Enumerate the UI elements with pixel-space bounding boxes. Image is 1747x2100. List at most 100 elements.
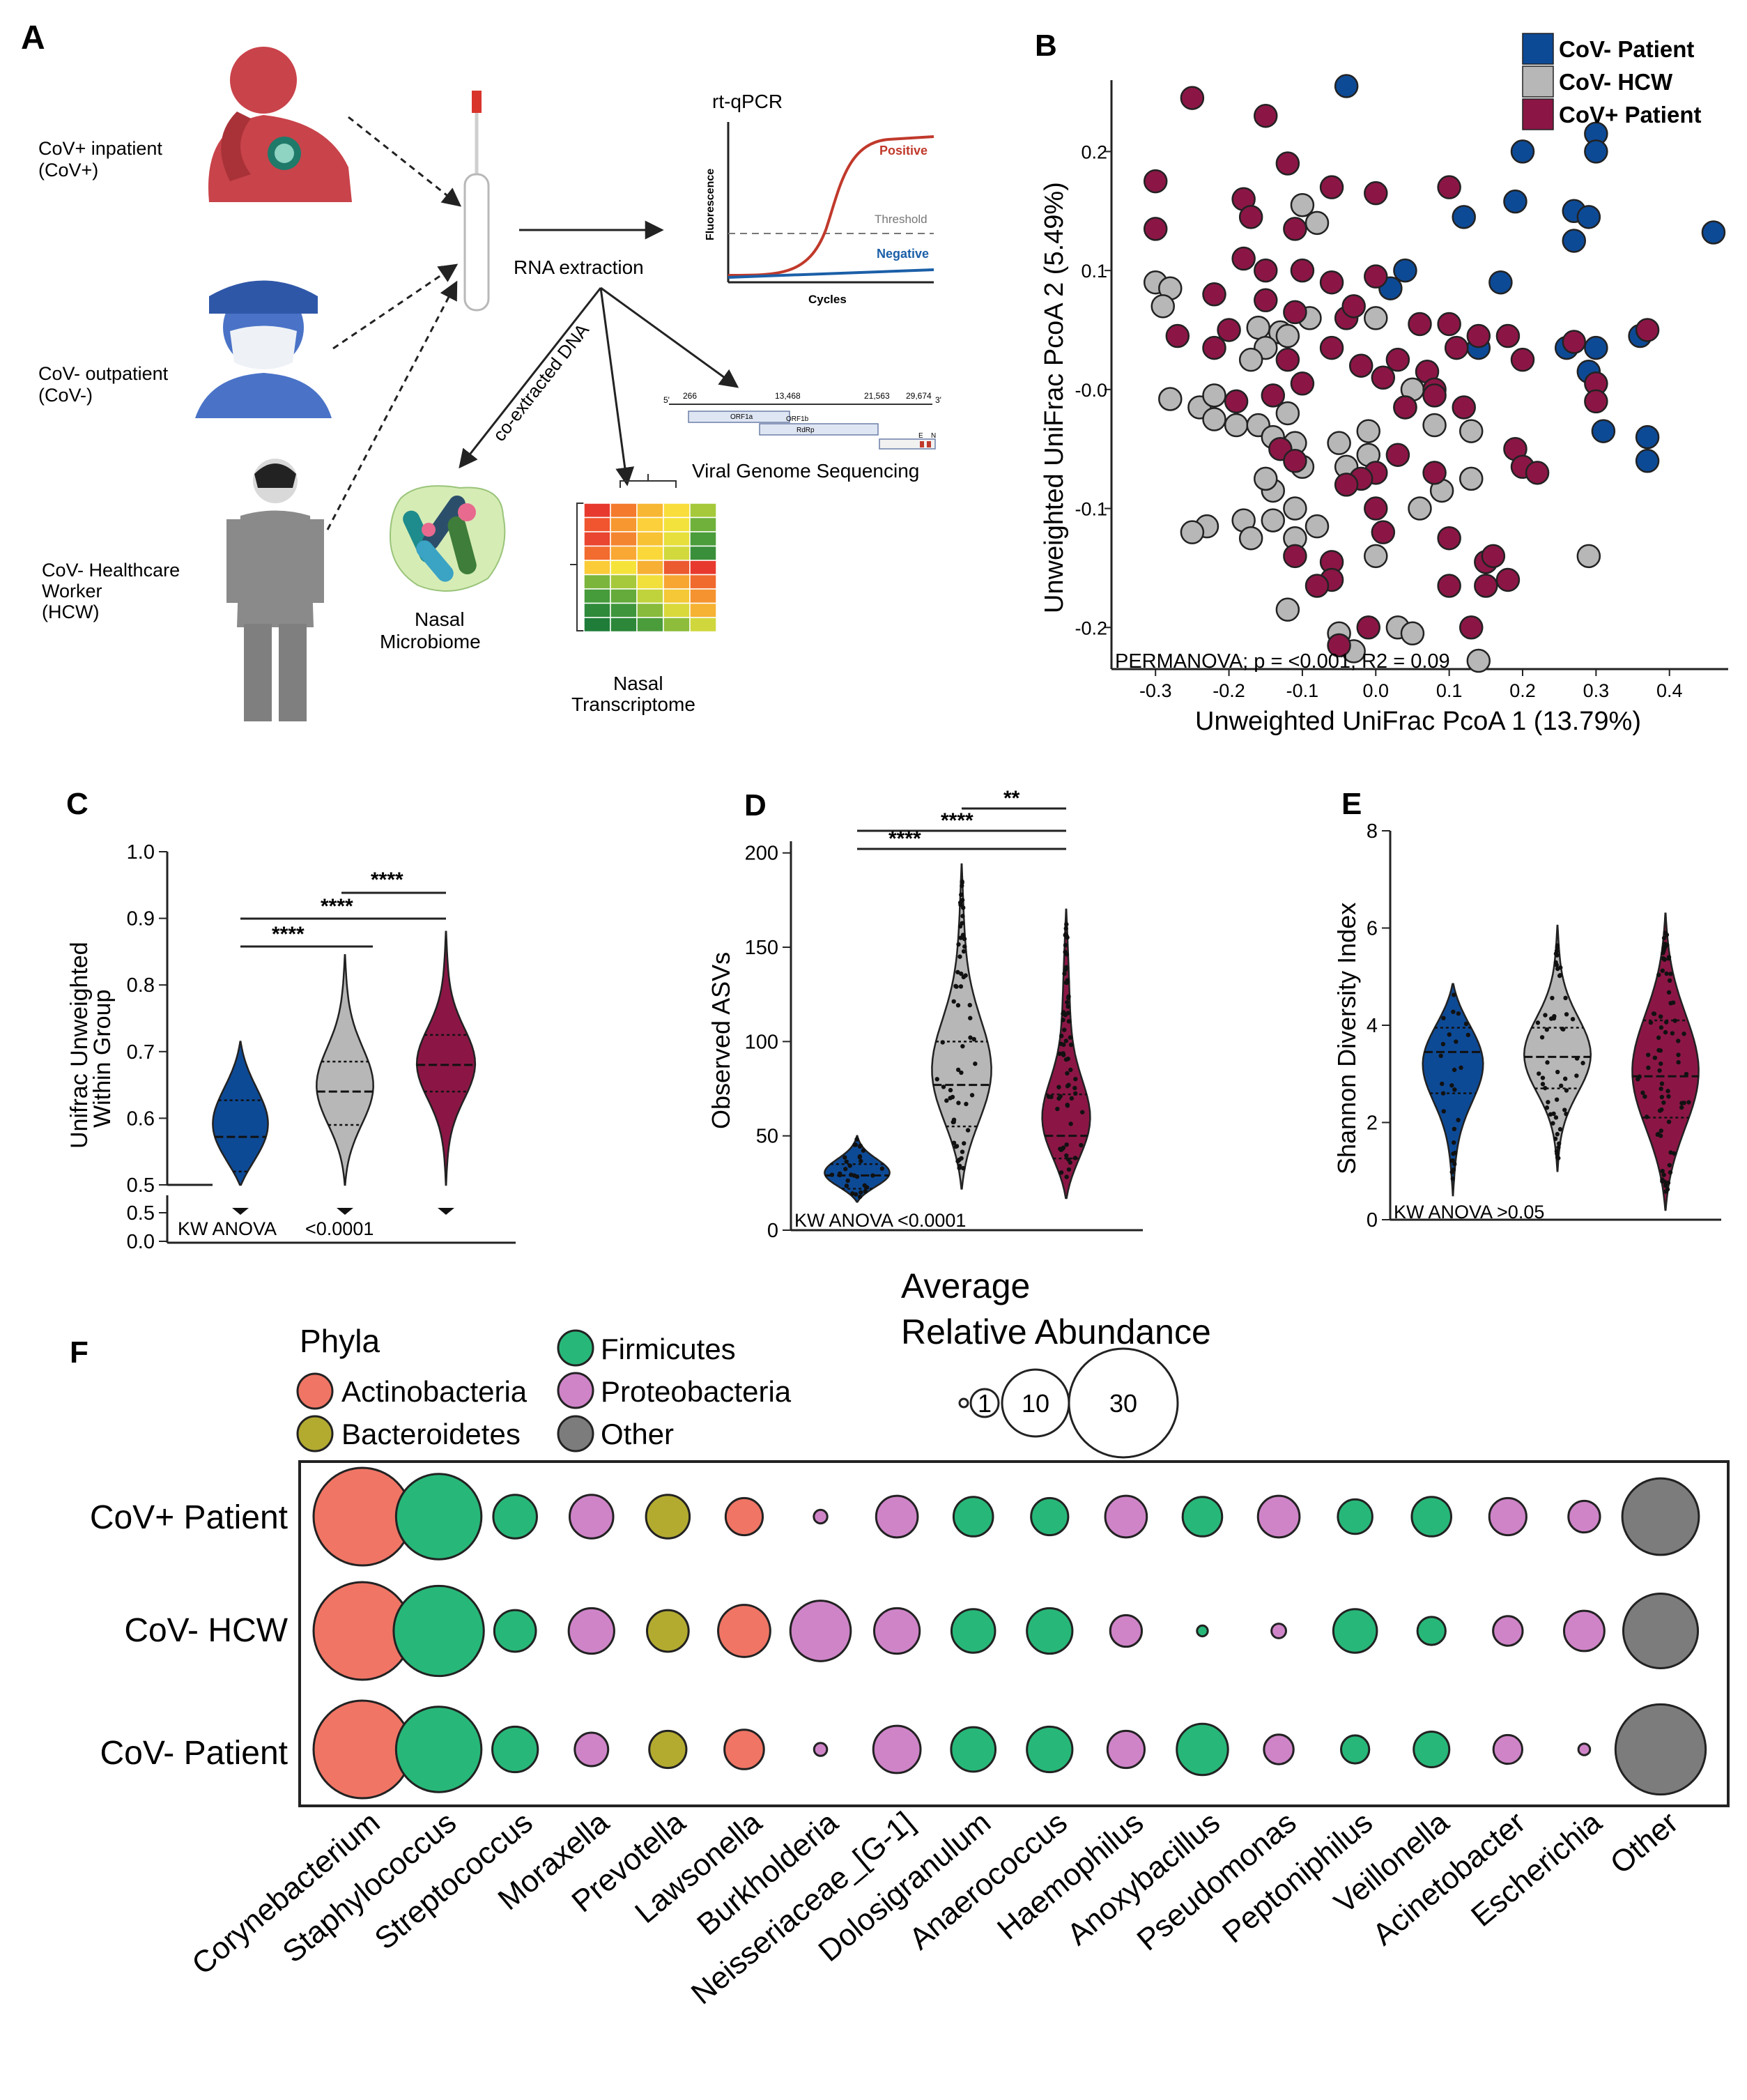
f-bubble <box>1176 1722 1229 1777</box>
b-point <box>1562 229 1586 253</box>
heatmap-cell <box>663 531 691 547</box>
b-point <box>1327 633 1351 658</box>
heatmap-cell <box>583 588 611 604</box>
b-point <box>1334 473 1359 497</box>
violin-dot <box>1661 956 1665 961</box>
b-point <box>1437 312 1461 337</box>
violin-dot <box>1072 1085 1077 1091</box>
b-point <box>1591 419 1616 443</box>
b-permanova: PERMANOVA; p = <0.001, R2 = 0.09 <box>1115 650 1450 673</box>
b-point <box>1576 205 1601 229</box>
violin-dot <box>1440 1091 1446 1096</box>
violin-dot <box>1062 971 1067 976</box>
violin-dot <box>960 1149 965 1154</box>
f-bubble <box>394 1706 483 1793</box>
f-bubble <box>646 1609 690 1653</box>
violin-dot <box>859 1190 863 1195</box>
f-bubble <box>1109 1614 1144 1648</box>
e-y-tick-label: 8 <box>1367 820 1378 843</box>
e-y-label: Shannon Diversity Index <box>1332 903 1361 1174</box>
violin-dot <box>1064 1174 1069 1179</box>
c-outlier-marker <box>337 1208 353 1215</box>
violin-dot <box>1450 1176 1456 1181</box>
b-point <box>1165 323 1190 348</box>
violin-dot <box>1072 1156 1078 1160</box>
violin-dot <box>1661 1100 1666 1105</box>
violin-dot <box>1463 1021 1469 1027</box>
c-y-tick-label: 0.7 <box>127 1041 155 1064</box>
b-legend: CoV- Patient CoV- HCW CoV+ Patient <box>1522 33 1701 130</box>
f-bubble <box>392 1584 485 1678</box>
violin-dot <box>1665 1180 1671 1186</box>
violin-dot <box>965 1128 971 1133</box>
f-bubble <box>813 1742 829 1757</box>
violin-dot <box>1661 951 1665 956</box>
microbiome-label-1: Nasal <box>415 608 465 630</box>
b-point <box>1246 315 1270 340</box>
violin-dot <box>956 942 961 947</box>
hcw-abbr: (HCW) <box>42 601 99 622</box>
b-y-tick-label: 0.2 <box>1081 141 1107 162</box>
b-legend-cov-patient: CoV- Patient <box>1559 36 1694 62</box>
f-bubble <box>648 1729 688 1770</box>
b-point <box>1224 413 1249 438</box>
violin-dot <box>1441 1109 1446 1114</box>
violin-dot <box>829 1172 835 1177</box>
heatmap-cell <box>583 574 611 590</box>
violin-dot <box>1659 1025 1664 1030</box>
violin-dot <box>1546 1100 1550 1105</box>
heatmap-cell <box>663 588 691 604</box>
c-y-tick-label: 0.0 <box>127 1231 155 1253</box>
b-x-tick-label: -0.3 <box>1139 680 1172 701</box>
violin-dot <box>1645 1052 1651 1057</box>
cycles-label: Cycles <box>808 293 847 306</box>
b-x-label: Unweighted UniFrac PcoA 1 (13.79%) <box>1195 707 1641 736</box>
violin-dot <box>955 1003 961 1008</box>
b-point <box>1254 258 1278 283</box>
b-y-tick-label: -0.2 <box>1075 618 1107 638</box>
violin-dot <box>1664 971 1669 976</box>
violin-dot <box>1684 1071 1689 1077</box>
violin-dot <box>1663 1029 1668 1035</box>
violin-dot <box>1666 1094 1671 1099</box>
b-point <box>1364 544 1388 569</box>
b-point <box>1400 621 1425 646</box>
f-bubble <box>872 1607 921 1655</box>
violin-dot <box>1557 1141 1562 1146</box>
violin-dot <box>847 1163 852 1168</box>
f-size-30: 30 <box>1109 1389 1137 1418</box>
b-point <box>1422 461 1447 485</box>
b-point <box>1283 217 1307 241</box>
f-genus-label: Other <box>1604 1805 1685 1880</box>
violin-dot <box>1657 1108 1663 1113</box>
b-x-tick-label: 0.2 <box>1509 680 1536 701</box>
violin-dot <box>1555 944 1560 950</box>
legend-actinobacteria-dot <box>296 1372 334 1410</box>
violin-dot <box>957 923 963 929</box>
legend-firmicutes: Firmicutes <box>601 1333 736 1365</box>
violin-dot <box>1059 1041 1064 1046</box>
b-point <box>1393 395 1417 420</box>
f-bubble <box>491 1725 539 1774</box>
b-point <box>1254 288 1278 313</box>
f-bubble <box>1256 1494 1301 1539</box>
violin-dot <box>1544 1105 1550 1110</box>
violin-dot <box>958 984 964 989</box>
e-y-tick-label: 0 <box>1367 1209 1378 1232</box>
heatmap-cell <box>636 531 664 547</box>
f-bubble <box>1621 1477 1700 1556</box>
violin-dot <box>857 1155 862 1160</box>
c-sig-2: **** <box>321 895 353 918</box>
violin-dot <box>1452 1151 1458 1156</box>
violin-dot <box>1055 1106 1060 1112</box>
c-y-tick-label: 1.0 <box>127 841 155 864</box>
violin-dot <box>1636 1077 1640 1082</box>
hcw-label-1: CoV- Healthcare <box>42 560 180 581</box>
cov-plus-inpatient-figure <box>208 47 352 202</box>
e-gene-label: E <box>918 432 923 440</box>
violin-dot <box>837 1171 842 1177</box>
heatmap-cell <box>636 560 664 576</box>
genome-3p: 3' <box>935 395 941 405</box>
